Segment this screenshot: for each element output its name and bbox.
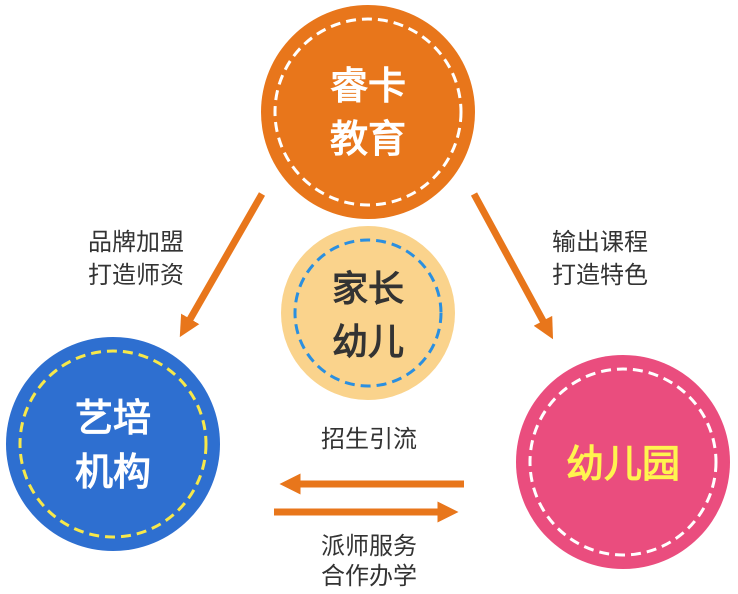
node-right-circle: [516, 355, 730, 569]
node-art-training: 艺培 机构: [6, 337, 220, 551]
node-right-line1: 幼儿园: [566, 442, 680, 486]
node-left-line2: 机构: [75, 450, 151, 494]
label-middle-top: 招生引流: [321, 425, 417, 453]
label-top-right-line1: 输出课程: [552, 228, 648, 256]
node-ruika-education: 睿卡 教育: [261, 5, 475, 219]
node-top-line1: 睿卡: [330, 64, 406, 108]
node-right-dashed-ring: [528, 367, 718, 557]
node-left-line1: 艺培: [75, 396, 151, 440]
node-center-dashed-ring: [293, 238, 443, 388]
label-top-right-line2: 打造特色: [552, 261, 648, 289]
arrow-top-to-left: [179, 192, 266, 338]
node-center-line1: 家长: [332, 269, 404, 310]
node-center-line2: 幼儿: [332, 322, 404, 363]
node-center-circle: [281, 226, 455, 400]
label-top-left-line2: 打造师资: [88, 261, 184, 289]
node-top-line2: 教育: [330, 117, 406, 161]
node-top-dashed-ring: [273, 17, 463, 207]
node-top-circle: [261, 5, 475, 219]
label-middle-bottom-line1: 派师服务: [321, 532, 417, 560]
edge-labels: 品牌加盟 打造师资 输出课程 打造特色 招生引流 派师服务 合作办学: [88, 228, 648, 590]
arrows: [179, 192, 554, 523]
node-parents-children: 家长 幼儿: [281, 226, 455, 400]
node-left-dashed-ring: [18, 349, 208, 539]
label-middle-bottom-line2: 合作办学: [321, 562, 417, 590]
node-left-circle: [6, 337, 220, 551]
node-kindergarten: 幼儿园: [516, 355, 730, 569]
label-top-left-line1: 品牌加盟: [88, 228, 184, 256]
arrow-top-to-right: [470, 192, 554, 340]
